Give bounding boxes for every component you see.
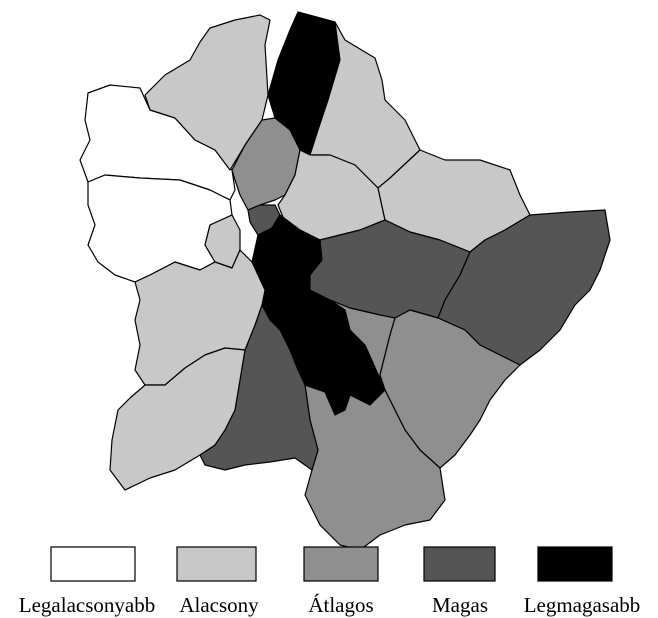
district-north-west	[144, 14, 271, 171]
legend-item-atlagos: Átlagos	[303, 546, 379, 617]
legend-swatch-legalacsonyabb	[50, 546, 136, 582]
legend-swatch-atlagos	[303, 546, 379, 582]
legend-label-atlagos: Átlagos	[308, 593, 373, 617]
legend-swatch-magas	[423, 546, 496, 582]
legend-label-alacsony: Alacsony	[179, 593, 259, 617]
district-buda-southwest-light	[109, 347, 246, 491]
district-buda-south-light	[134, 249, 266, 386]
legend-swatch-legmagasabb	[537, 546, 613, 582]
legend-item-magas: Magas	[423, 546, 496, 617]
legend-label-magas: Magas	[432, 593, 488, 617]
legend-label-legalacsonyabb: Legalacsonyabb	[19, 593, 155, 617]
district-buda-strip-grey	[231, 117, 301, 211]
district-east-mid	[379, 309, 521, 469]
district-south-mid	[304, 384, 446, 551]
legend-swatch-alacsony	[176, 546, 257, 582]
legend-label-legmagasabb: Legmagasabb	[524, 593, 641, 617]
legend-item-legmagasabb: Legmagasabb	[524, 546, 641, 617]
legend: Legalacsonyabb Alacsony Átlagos Magas Le…	[19, 546, 641, 617]
legend-item-alacsony: Alacsony	[176, 546, 259, 617]
legend-item-legalacsonyabb: Legalacsonyabb	[19, 546, 155, 617]
